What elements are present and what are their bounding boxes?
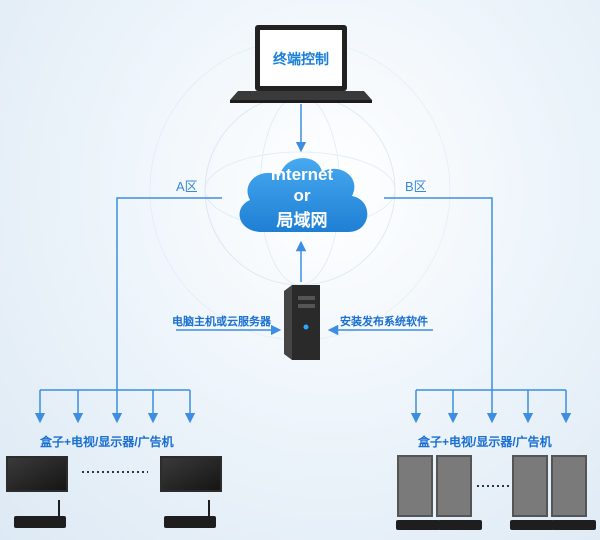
vertical-kiosk-icon — [397, 455, 433, 517]
vertical-kiosk-icon — [551, 455, 587, 517]
cloud-label-lan: 局域网 — [276, 211, 328, 230]
laptop-icon — [230, 25, 372, 103]
tv-screen-icon — [6, 456, 68, 492]
left-distribution — [34, 389, 196, 424]
terminal-screen-label: 终端控制 — [273, 51, 329, 67]
cloud-label-internet: Internet — [270, 165, 334, 184]
zone-a-line — [116, 197, 222, 390]
zone-b-line — [384, 197, 493, 390]
server-left-label: 电脑主机或云服务器 — [172, 316, 271, 328]
android-box-icon — [164, 500, 216, 528]
cloud-icon — [239, 158, 368, 232]
right-devices-label: 盒子+电视/显示器/广告机 — [418, 435, 552, 449]
zone-b-label: B区 — [405, 179, 427, 194]
tv-screen-icon — [160, 456, 222, 492]
cloud-label-or: or — [293, 186, 311, 205]
zone-a-label: A区 — [176, 179, 198, 194]
vertical-kiosk-icon — [436, 455, 472, 517]
left-devices-label: 盒子+电视/显示器/广告机 — [40, 435, 174, 449]
right-distribution — [410, 389, 572, 424]
android-box-icon — [396, 520, 596, 530]
android-box-icon — [14, 500, 66, 528]
server-right-label: 安装发布系统软件 — [340, 316, 428, 328]
server-tower-icon — [284, 285, 320, 360]
vertical-kiosk-icon — [512, 455, 548, 517]
